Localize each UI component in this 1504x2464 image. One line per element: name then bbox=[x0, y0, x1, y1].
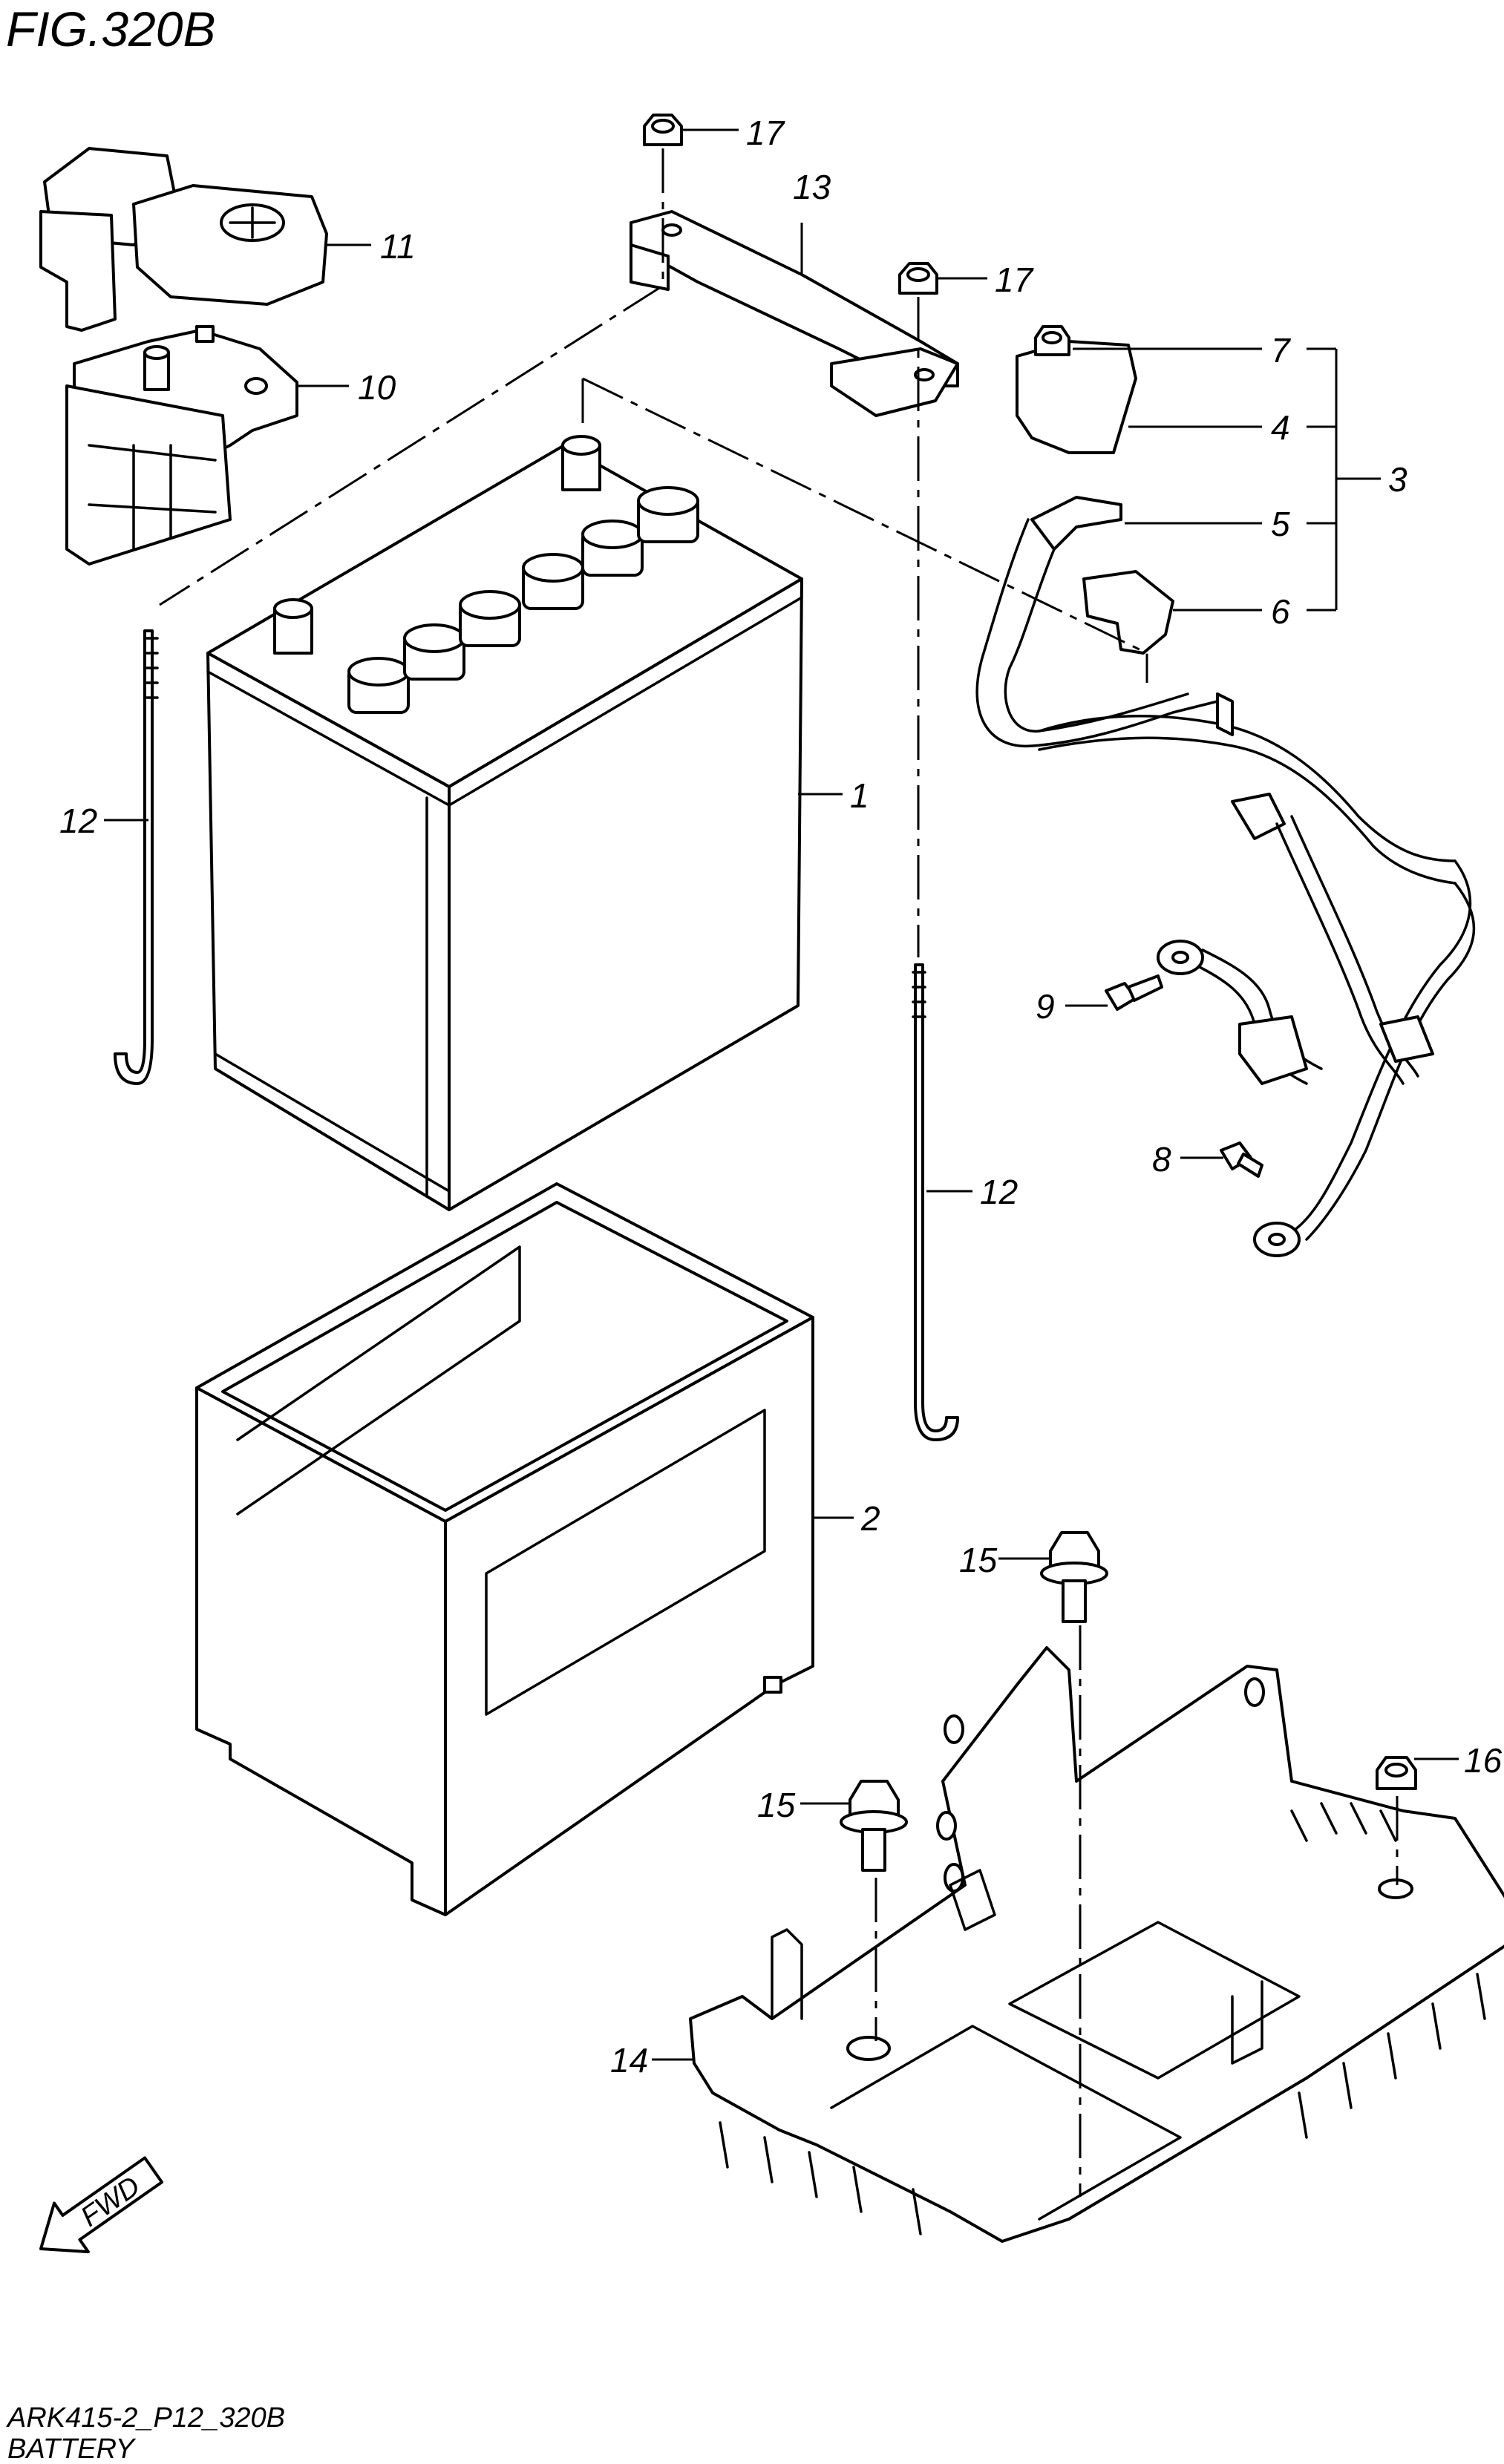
bolt-part-8 bbox=[1220, 1141, 1263, 1178]
callout-11: 11 bbox=[380, 227, 416, 266]
callout-12-right: 12 bbox=[980, 1173, 1018, 1211]
fuse-block-part-10 bbox=[65, 325, 298, 566]
fwd-arrow-icon: FWD bbox=[39, 2156, 164, 2254]
nut-part-17-right bbox=[898, 262, 938, 295]
callout-13: 13 bbox=[793, 168, 831, 206]
callout-16: 16 bbox=[1464, 1741, 1503, 1780]
j-bolt-part-12-right bbox=[912, 963, 959, 1441]
nut-part-7 bbox=[1034, 325, 1070, 356]
battery-tray-part-14 bbox=[689, 1646, 1504, 2243]
figure-caption: BATTERY bbox=[7, 2434, 137, 2464]
nut-part-16 bbox=[1376, 1756, 1417, 1790]
terminal-cover-part-11 bbox=[39, 147, 328, 332]
callout-17-right: 17 bbox=[995, 261, 1034, 299]
callout-14: 14 bbox=[610, 2041, 648, 2080]
callout-15-top: 15 bbox=[959, 1541, 998, 1579]
callout-7: 7 bbox=[1271, 331, 1291, 370]
callout-8: 8 bbox=[1152, 1140, 1171, 1179]
callout-labels: 17 17 13 11 10 12 1 2 12 7 4 5 6 3 9 8 1… bbox=[59, 114, 1503, 2080]
callout-4: 4 bbox=[1271, 408, 1290, 447]
callout-6: 6 bbox=[1271, 592, 1290, 631]
bolt-part-15-left bbox=[840, 1780, 908, 1872]
nut-part-17-top bbox=[643, 114, 683, 146]
callout-15-left: 15 bbox=[757, 1786, 796, 1824]
callout-1: 1 bbox=[850, 776, 869, 815]
figure-title: FIG.320B bbox=[6, 1, 215, 56]
figure-code: ARK415-2_P12_320B bbox=[6, 2402, 285, 2434]
callout-17-top: 17 bbox=[746, 114, 785, 152]
battery-holder-part-13 bbox=[630, 210, 959, 417]
callout-12-left: 12 bbox=[59, 802, 97, 840]
j-bolt-part-12-left bbox=[114, 629, 159, 1085]
battery-part-1 bbox=[206, 435, 803, 1211]
callout-9: 9 bbox=[1036, 987, 1055, 1026]
callout-5: 5 bbox=[1271, 505, 1290, 543]
battery-cable-part-3 bbox=[975, 340, 1476, 1257]
bolt-part-15-top bbox=[1040, 1531, 1108, 1623]
leader-lines bbox=[104, 128, 1459, 2061]
battery-box-part-2 bbox=[195, 1182, 814, 1916]
callout-2: 2 bbox=[860, 1499, 880, 1538]
callout-3: 3 bbox=[1388, 460, 1407, 499]
callout-10: 10 bbox=[358, 368, 396, 407]
bolt-part-9 bbox=[1105, 974, 1163, 1011]
assembly-lines bbox=[159, 148, 1399, 2197]
